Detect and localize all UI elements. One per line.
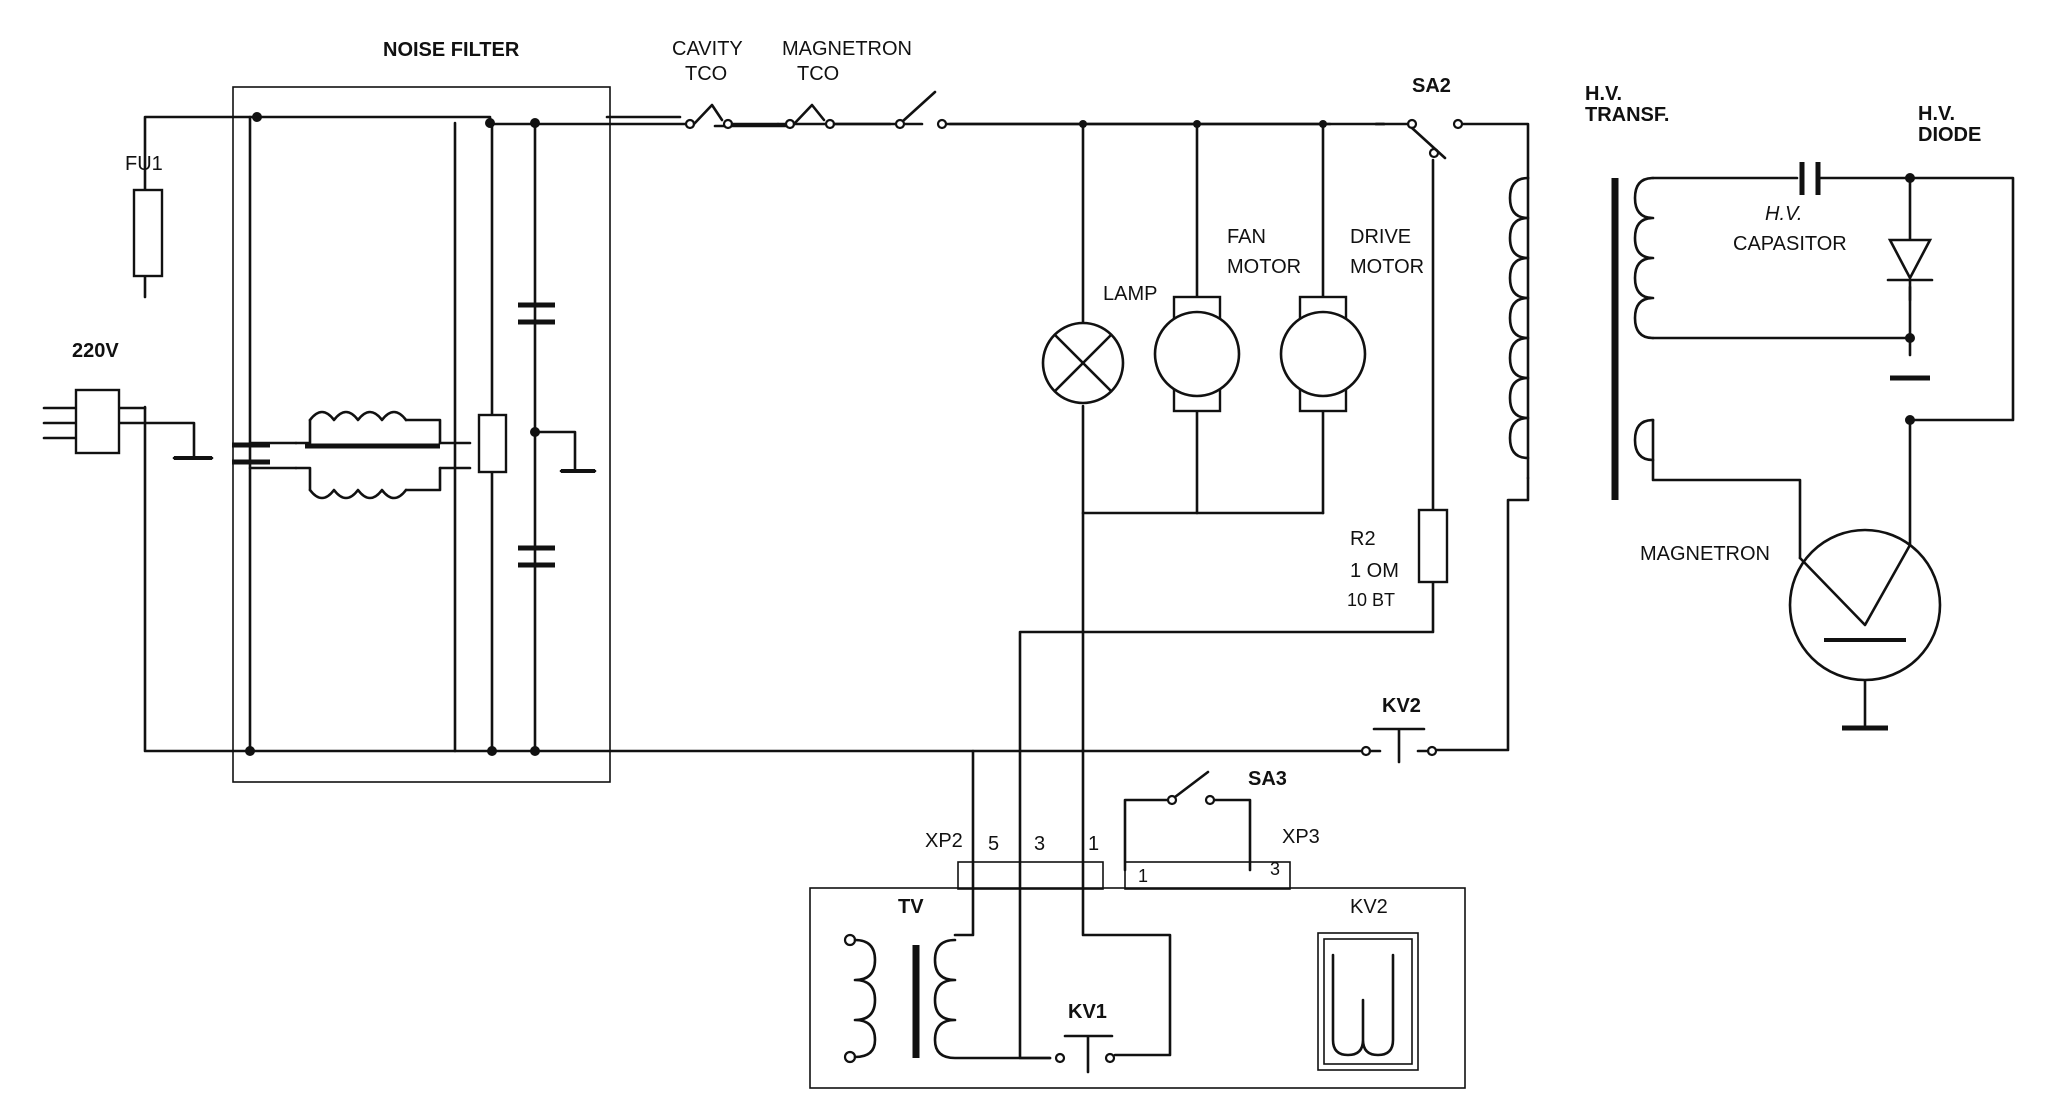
tv-label: TV (898, 896, 924, 918)
connector-xp2 (957, 861, 1104, 890)
magnetron-tco-label-1: MAGNETRON (782, 38, 912, 60)
filter-resistor (477, 413, 508, 474)
cavity-tco-label-2: TCO (685, 63, 727, 85)
voltage-label: 220V (72, 340, 119, 362)
power-plug: 220V (72, 340, 121, 455)
control-board-box (809, 887, 1466, 1089)
noise-filter: NOISE FILTER (232, 39, 611, 783)
xp2-pin1: 1 (1088, 833, 1099, 855)
r2-label-3: 10 BT (1347, 590, 1395, 610)
hv-diode-label-2: DIODE (1918, 124, 1981, 146)
drive-motor: DRIVE MOTOR (1279, 226, 1424, 413)
hv-transformer: H.V. TRANSF. (1508, 83, 1669, 500)
resistor-r2: R2 1 OM 10 BT (1347, 508, 1449, 610)
noise-filter-box (232, 86, 611, 783)
xp2-pin3: 3 (1034, 833, 1045, 855)
r2-label-2: 1 OM (1350, 560, 1399, 582)
fuse-fu1: FU1 (125, 153, 164, 278)
magnetron: MAGNETRON (1640, 528, 1942, 731)
fan-motor-label-1: FAN (1227, 226, 1266, 248)
main-wires (42, 115, 2015, 1060)
magnetron-tco: MAGNETRON TCO (782, 38, 912, 130)
drive-motor-label-1: DRIVE (1350, 226, 1411, 248)
magnetron-tco-label-2: TCO (797, 63, 839, 85)
hv-transf-label-1: H.V. (1585, 83, 1622, 105)
relay-kv2-contact: KV2 (1360, 695, 1438, 764)
xp3-label: XP3 (1282, 826, 1320, 848)
r2-label-1: R2 (1350, 528, 1376, 550)
switch-sa3: SA3 (1166, 768, 1287, 806)
magnetron-label: MAGNETRON (1640, 543, 1770, 565)
hv-transf-label-2: TRANSF. (1585, 104, 1669, 126)
drive-motor-label-2: MOTOR (1350, 256, 1424, 278)
door-switch (894, 90, 948, 130)
x-capacitor (232, 442, 270, 465)
lamp: LAMP (1041, 283, 1157, 405)
relay-kv1-contact: KV1 (1054, 1001, 1116, 1074)
common-mode-choke (294, 410, 442, 500)
xp2-pin5: 5 (988, 833, 999, 855)
lamp-label: LAMP (1103, 283, 1157, 305)
sa2-label: SA2 (1412, 75, 1451, 97)
connector-xp3 (1124, 861, 1291, 890)
xp3-pin1: 1 (1138, 866, 1148, 886)
xp3-pin3: 3 (1270, 859, 1280, 879)
cavity-tco: CAVITY TCO (672, 38, 780, 130)
xp2-label: XP2 (925, 830, 963, 852)
hv-cap-label-1: H.V. (1765, 203, 1802, 225)
hv-diode-label-1: H.V. (1918, 103, 1955, 125)
kv2-board-label: KV2 (1350, 896, 1388, 918)
fu1-label: FU1 (125, 153, 163, 175)
fan-motor-label-2: MOTOR (1227, 256, 1301, 278)
transformer-tv: TV (843, 896, 1052, 1064)
hv-capacitor: H.V. CAPASITOR (1733, 162, 1847, 255)
hv-diode: H.V. DIODE (1886, 103, 1981, 425)
control-board: XP2 5 3 1 XP3 1 3 TV KV1 KV2 (809, 826, 1466, 1089)
y-capacitor-bottom (518, 545, 555, 568)
kv2-top-label: KV2 (1382, 695, 1421, 717)
hv-cap-label-2: CAPASITOR (1733, 233, 1847, 255)
sa3-label: SA3 (1248, 768, 1287, 790)
y-capacitor-top (518, 302, 555, 325)
cavity-tco-label-1: CAVITY (672, 38, 743, 60)
noise-filter-label: NOISE FILTER (383, 39, 520, 61)
fan-motor: FAN MOTOR (1153, 226, 1301, 413)
kv1-label: KV1 (1068, 1001, 1107, 1023)
relay-kv2-coil: KV2 (1317, 896, 1419, 1071)
switch-sa2: SA2 (1374, 75, 1464, 160)
